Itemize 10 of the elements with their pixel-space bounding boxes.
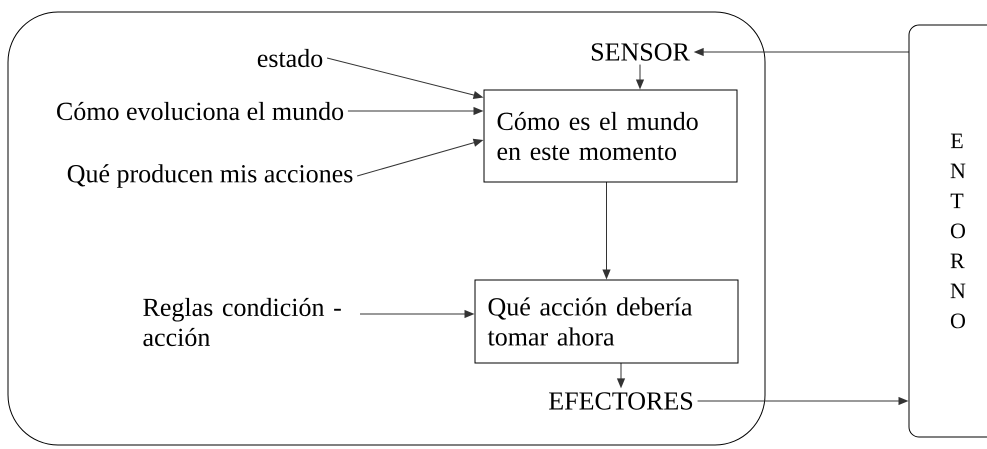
process-box: Cómo es el mundo en este momento: [484, 90, 738, 182]
text-label: SENSOR: [592, 43, 690, 61]
text-label: estado: [258, 48, 322, 68]
text-label: Cómo evoluciona el mundo: [57, 102, 344, 120]
agent-box: [8, 12, 766, 446]
environment-box: E N T O R N O: [908, 24, 987, 438]
text-label: EFECTORES: [549, 392, 692, 410]
text-label: Qué producen mis acciones: [68, 164, 352, 188]
process-box: Qué acción debería tomar ahora: [474, 280, 738, 364]
text-label: Reglas condición - acción: [143, 298, 341, 346]
